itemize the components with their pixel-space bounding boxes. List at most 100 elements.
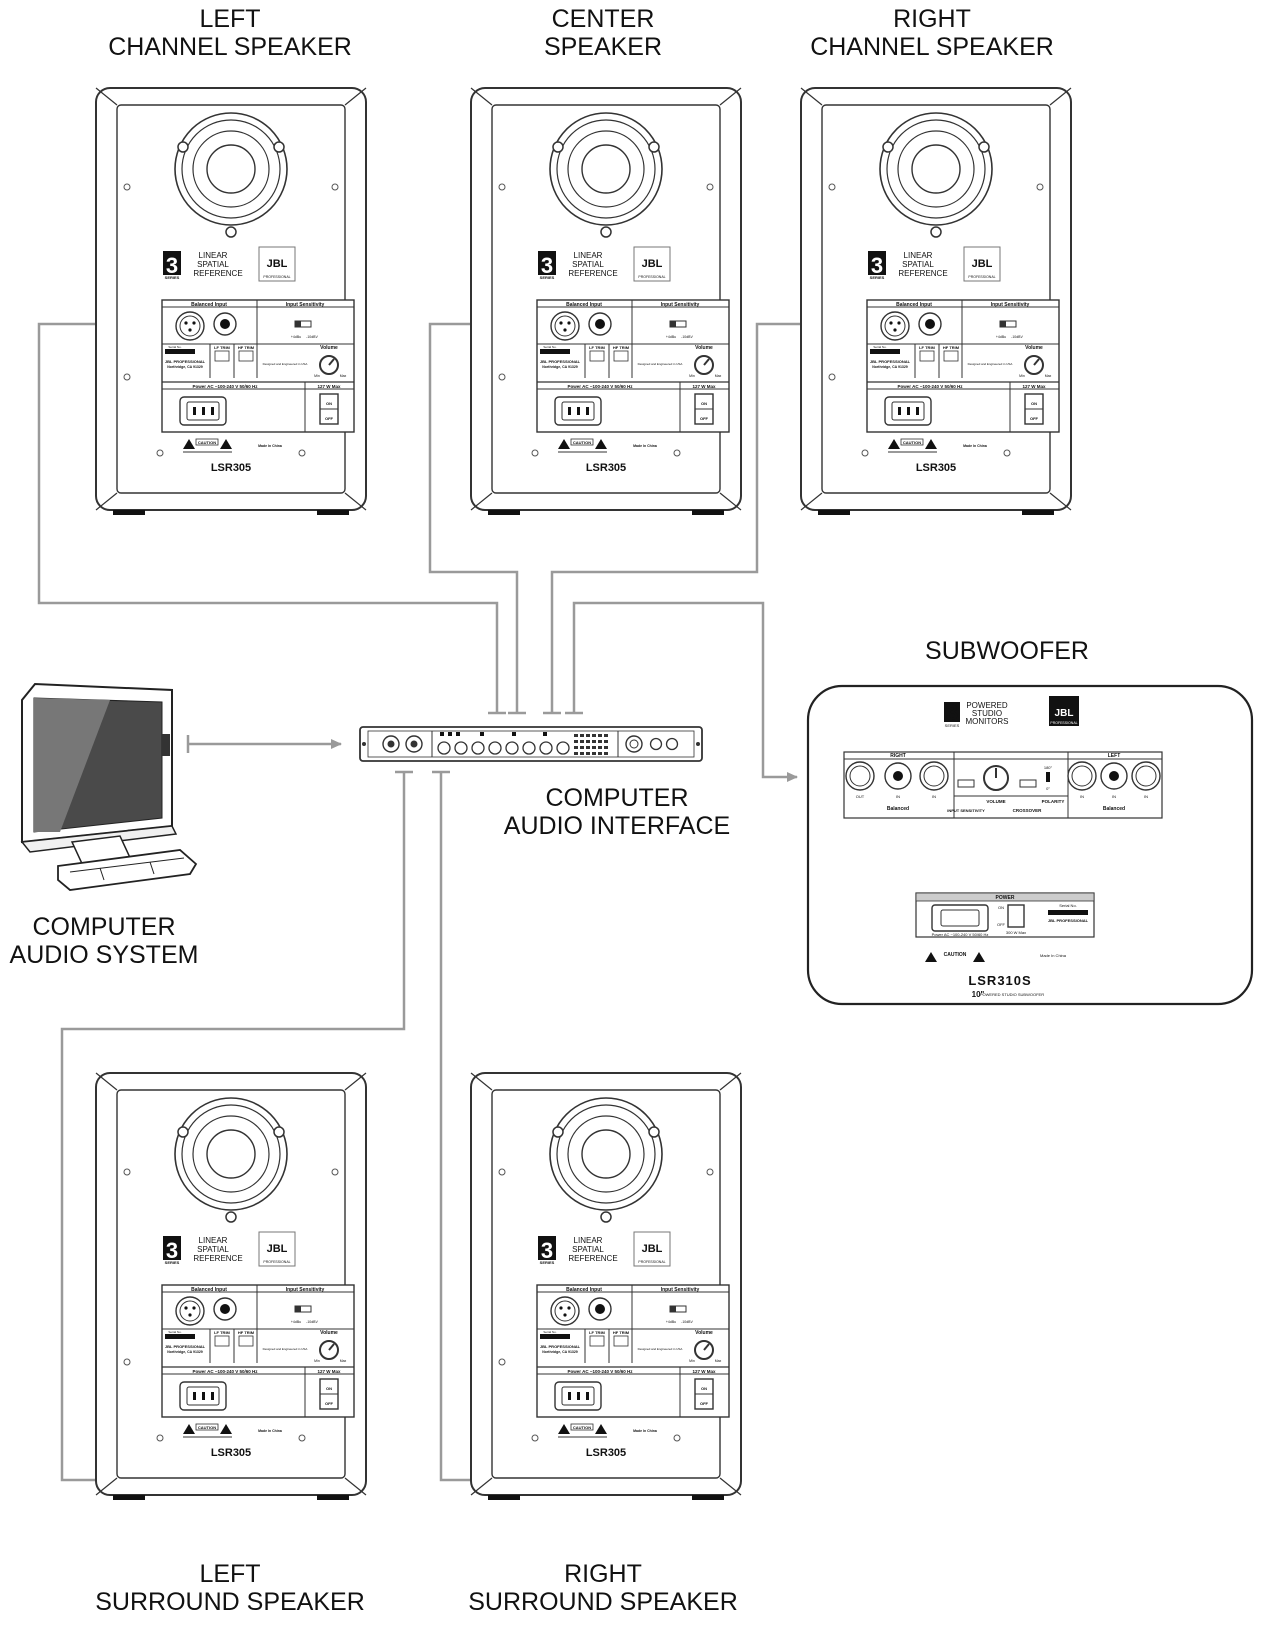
sub-caution: CAUTION bbox=[944, 952, 967, 958]
speaker-right-channel-watts: 127 W Max bbox=[1022, 384, 1046, 389]
speaker-right-channel-sens-option-2: -10dBV bbox=[1011, 335, 1023, 339]
jbl-logo-frame bbox=[963, 246, 1001, 282]
brand-badge bbox=[163, 1236, 181, 1260]
speaker-left-channel-volume: Volume bbox=[320, 345, 338, 351]
speaker-left-channel-brand-line-3: REFERENCE bbox=[193, 269, 242, 278]
speaker-right-channel-logo: JBL bbox=[972, 258, 993, 270]
speaker-right-channel-balanced-input: Balanced Input bbox=[896, 302, 932, 308]
sub-brand-series: SERIES bbox=[945, 723, 960, 728]
brand-badge bbox=[868, 251, 886, 275]
speaker-center-brand-line-3: REFERENCE bbox=[568, 269, 617, 278]
speaker-center-maker: JBL PROFESSIONAL bbox=[540, 359, 581, 364]
speaker-left-surround-brand-line-2: SPATIAL bbox=[197, 1245, 229, 1254]
speaker-right-surround-designed: Designed and Engineered in USA bbox=[638, 1347, 683, 1351]
speaker-left-channel-brand-series: SERIES bbox=[165, 275, 180, 280]
speaker-center-power: Power AC ~100-240 V 50/60 Hz bbox=[568, 384, 634, 389]
speaker-center-made-in: Made In China bbox=[633, 444, 657, 448]
speaker-center-sens-option-1: +4dBu bbox=[666, 335, 676, 339]
label-right-surround: RIGHT SURROUND SPEAKER bbox=[468, 1560, 738, 1616]
speaker-center-vol-max: Max bbox=[715, 374, 722, 378]
speaker-right-channel-sens-option-1: +4dBu bbox=[996, 335, 1006, 339]
speaker-left-surround-caution: CAUTION bbox=[198, 1425, 216, 1430]
speaker-left-channel-serial: Serial No. bbox=[168, 345, 181, 349]
speaker-left-surround-on: ON bbox=[326, 1386, 332, 1391]
speaker-right-surround-brand-line-3: REFERENCE bbox=[568, 1254, 617, 1263]
speaker-left-channel-watts: 127 W Max bbox=[317, 384, 341, 389]
speaker-left-surround-hf-trim: HF TRIM bbox=[238, 1330, 255, 1335]
speaker-center bbox=[470, 87, 742, 516]
speaker-left-channel-vol-min: Min bbox=[314, 374, 320, 378]
speaker-center-logo-sub: PROFESSIONAL bbox=[638, 275, 665, 279]
speaker-right-channel-vol-min: Min bbox=[1019, 374, 1025, 378]
subwoofer-text: 3 SERIES POWERED STUDIO MONITORS JBL PRO… bbox=[856, 700, 1148, 999]
speaker-center-brand-series: SERIES bbox=[540, 275, 555, 280]
sub-out-label: OUT bbox=[856, 794, 865, 799]
speaker-right-channel bbox=[800, 87, 1072, 516]
sub-maker: JBL PROFESSIONAL bbox=[1048, 918, 1089, 923]
sub-right-title: RIGHT bbox=[890, 753, 906, 759]
speaker-right-surround-logo-sub: PROFESSIONAL bbox=[638, 1260, 665, 1264]
speaker-right-channel-on: ON bbox=[1031, 401, 1037, 406]
sub-in-label-5: IN bbox=[1144, 794, 1148, 799]
speaker-left-channel-brand-line-1: LINEAR bbox=[199, 251, 228, 260]
sub-brand-line2: STUDIO bbox=[972, 709, 1002, 718]
speaker-left-channel-logo-sub: PROFESSIONAL bbox=[263, 275, 290, 279]
speaker-right-channel-volume: Volume bbox=[1025, 345, 1043, 351]
label-left-channel: LEFT CHANNEL SPEAKER bbox=[108, 5, 352, 61]
label-computer-line1: COMPUTER bbox=[32, 913, 175, 941]
sub-in-label-4: IN bbox=[1112, 794, 1116, 799]
speaker-right-surround-vol-max: Max bbox=[715, 1359, 722, 1363]
sub-brand-line3: MONITORS bbox=[966, 717, 1009, 726]
label-right-surround-line2: SURROUND SPEAKER bbox=[468, 1588, 738, 1616]
speaker-right-surround-model: LSR305 bbox=[586, 1447, 626, 1459]
sub-logo-sub: PROFESSIONAL bbox=[1050, 721, 1077, 725]
speaker-left-surround-logo-sub: PROFESSIONAL bbox=[263, 1260, 290, 1264]
speaker-right-surround-watts: 127 W Max bbox=[692, 1369, 716, 1374]
speaker-right-surround-power: Power AC ~100-240 V 50/60 Hz bbox=[568, 1369, 634, 1374]
sub-logo: JBL bbox=[1055, 708, 1074, 719]
speaker-right-channel-hf-trim: HF TRIM bbox=[943, 345, 960, 350]
speaker-center-brand-line-1: LINEAR bbox=[574, 251, 603, 260]
sub-volume-label: VOLUME bbox=[986, 799, 1005, 804]
speaker-center-vol-min: Min bbox=[689, 374, 695, 378]
speaker-center-lf-trim: LF TRIM bbox=[589, 345, 605, 350]
speaker-right-channel-maker-city: Northridge, CA 91329 bbox=[872, 365, 908, 369]
sub-in-label-3: IN bbox=[1080, 794, 1084, 799]
speaker-left-channel-lf-trim: LF TRIM bbox=[214, 345, 230, 350]
speaker-left-surround-volume: Volume bbox=[320, 1330, 338, 1336]
speaker-left-channel-balanced-input: Balanced Input bbox=[191, 302, 227, 308]
speaker-left-surround-vol-max: Max bbox=[340, 1359, 347, 1363]
label-right-channel-line2: CHANNEL SPEAKER bbox=[810, 33, 1054, 61]
speaker-left-surround-logo: JBL bbox=[267, 1243, 288, 1255]
speaker-left-surround-input-sensitivity: Input Sensitivity bbox=[286, 1287, 325, 1293]
label-center-line2: SPEAKER bbox=[544, 33, 662, 61]
speaker-left-channel-made-in: Made In China bbox=[258, 444, 282, 448]
speaker-center-logo: JBL bbox=[642, 258, 663, 270]
sub-power-ac: Power AC ~100-240 V 50/60 Hz bbox=[932, 932, 989, 937]
speaker-left-channel-off: OFF bbox=[325, 416, 334, 421]
label-computer-line2: AUDIO SYSTEM bbox=[10, 941, 199, 969]
speaker-left-channel-power: Power AC ~100-240 V 50/60 Hz bbox=[193, 384, 259, 389]
speaker-center-maker-city: Northridge, CA 91329 bbox=[542, 365, 578, 369]
line-right-channel bbox=[550, 319, 851, 713]
speaker-left-surround-panel-text: 3SERIESLINEARSPATIALREFERENCEJBLPROFESSI… bbox=[163, 1231, 347, 1459]
speaker-center-panel-text: 3SERIESLINEARSPATIALREFERENCEJBLPROFESSI… bbox=[538, 246, 722, 474]
speaker-right-surround-serial: Serial No. bbox=[543, 1330, 556, 1334]
speaker-left-surround-lf-trim: LF TRIM bbox=[214, 1330, 230, 1335]
speaker-right-surround-panel-text: 3SERIESLINEARSPATIALREFERENCEJBLPROFESSI… bbox=[538, 1231, 722, 1459]
label-center: CENTER SPEAKER bbox=[544, 5, 662, 61]
speaker-left-surround-balanced-input: Balanced Input bbox=[191, 1287, 227, 1293]
speaker-left-surround-sens-option-1: +4dBu bbox=[291, 1320, 301, 1324]
speaker-right-channel-caution: CAUTION bbox=[903, 440, 921, 445]
speaker-left-channel-sens-option-1: +4dBu bbox=[291, 335, 301, 339]
speaker-right-channel-brand-line-3: REFERENCE bbox=[898, 269, 947, 278]
speaker-right-surround-caution: CAUTION bbox=[573, 1425, 591, 1430]
label-subwoofer: SUBWOOFER bbox=[925, 637, 1089, 665]
speaker-right-surround-vol-min: Min bbox=[689, 1359, 695, 1363]
label-right-channel: RIGHT CHANNEL SPEAKER bbox=[810, 5, 1054, 61]
speaker-center-off: OFF bbox=[700, 416, 709, 421]
speaker-center-on: ON bbox=[701, 401, 707, 406]
speaker-left-channel-maker: JBL PROFESSIONAL bbox=[165, 359, 206, 364]
speaker-right-channel-input-sensitivity: Input Sensitivity bbox=[991, 302, 1030, 308]
speaker-left-channel-designed: Designed and Engineered in USA bbox=[263, 362, 308, 366]
